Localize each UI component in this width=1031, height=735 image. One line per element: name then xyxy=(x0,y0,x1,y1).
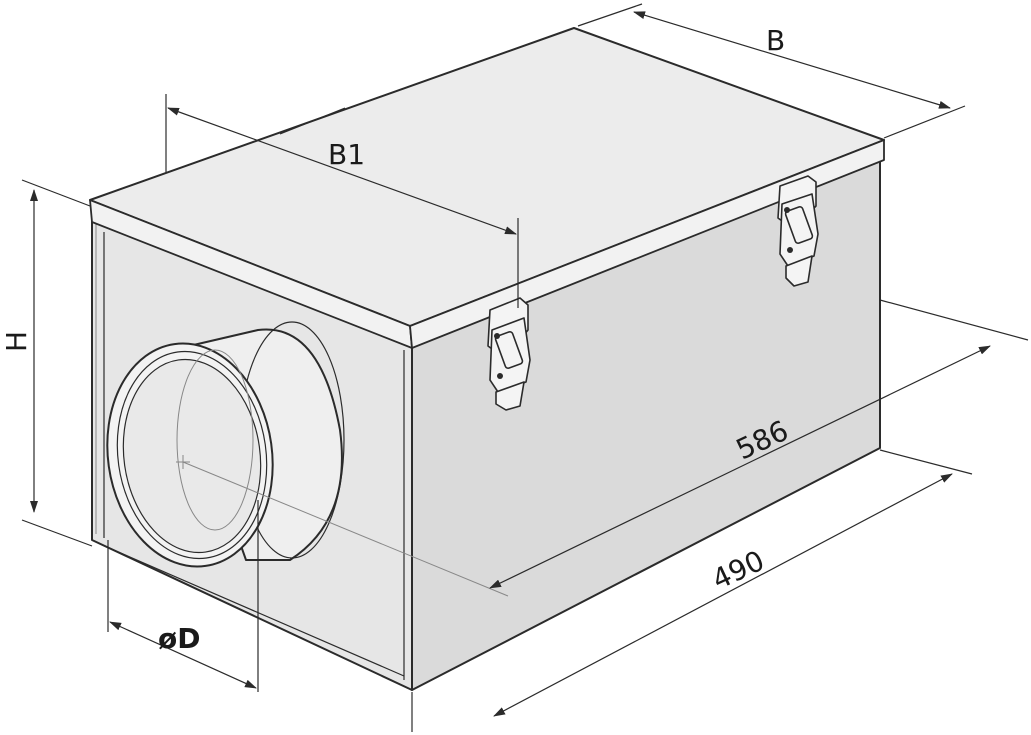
label-d: øD xyxy=(158,622,200,655)
label-b: B xyxy=(766,24,785,57)
axis-center-line xyxy=(182,461,509,597)
label-490: 490 xyxy=(707,544,769,596)
dimension-d: øD xyxy=(107,500,259,692)
front-frame-bottom xyxy=(99,543,405,677)
label-b1: B1 xyxy=(328,138,365,171)
dimension-b1: B1 xyxy=(165,94,519,308)
dimension-b: B xyxy=(577,3,966,139)
lid-side-edge xyxy=(409,139,885,349)
dimension-h: H xyxy=(0,179,93,547)
label-h: H xyxy=(0,331,33,352)
duct-spigot xyxy=(106,321,345,568)
latch-rear xyxy=(777,175,819,287)
